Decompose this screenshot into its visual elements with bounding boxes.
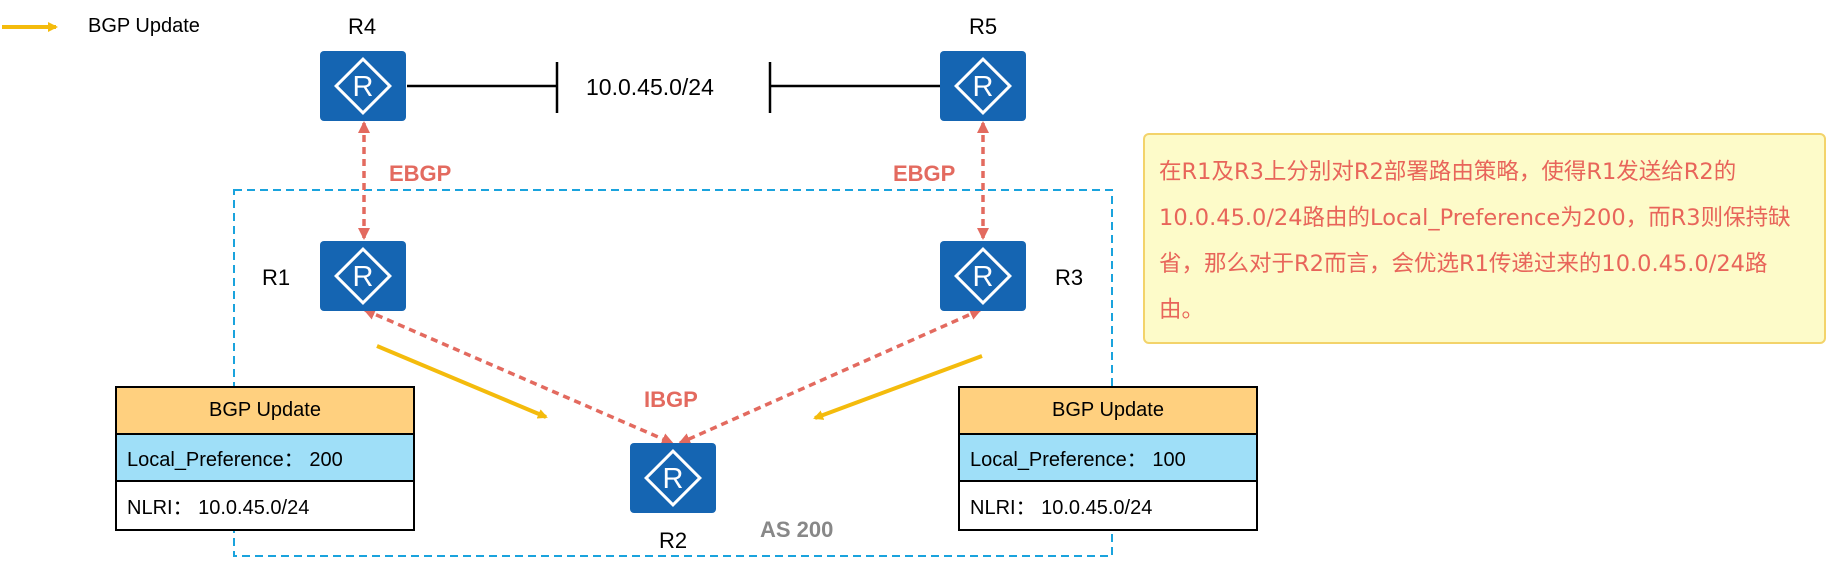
update-box-title: BGP Update: [117, 388, 413, 435]
local-preference-row: Local_Preference： 100: [960, 435, 1256, 482]
router-r3-icon[interactable]: [938, 239, 1028, 313]
local-preference-row: Local_Preference： 200: [117, 435, 413, 482]
ibgp-session-r3-r2: [678, 308, 982, 445]
subnet-label: 10.0.45.0/24: [586, 74, 714, 100]
ibgp-label: IBGP: [644, 387, 698, 412]
router-r5-label: R5: [969, 14, 998, 39]
legend-label: BGP Update: [88, 15, 200, 37]
update-box-title: BGP Update: [960, 388, 1256, 435]
router-r5-icon[interactable]: [938, 49, 1028, 123]
nlri-row: NLRI： 10.0.45.0/24: [960, 482, 1256, 529]
as-label: AS 200: [760, 517, 834, 542]
ebgp-left-label: EBGP: [389, 161, 452, 186]
ebgp-right-label: EBGP: [893, 161, 956, 186]
update-arrow-r1-to-r2: [376, 344, 548, 419]
as-boundary: [233, 189, 1113, 557]
router-r2-label: R2: [659, 528, 688, 553]
router-r2-icon[interactable]: [628, 441, 718, 515]
router-r1-icon[interactable]: [318, 239, 408, 313]
update-arrow-r3-to-r2: [813, 354, 983, 420]
nlri-row: NLRI： 10.0.45.0/24: [117, 482, 413, 529]
explanation-note: 在R1及R3上分别对R2部署路由策略，使得R1发送给R2的10.0.45.0/2…: [1143, 133, 1826, 344]
link-r4-r5: [407, 62, 940, 113]
router-r1-label: R1: [262, 265, 291, 290]
update-box-r1: BGP Update Local_Preference： 200 NLRI： 1…: [115, 386, 415, 531]
router-r3-label: R3: [1055, 265, 1084, 290]
router-r4-icon[interactable]: [318, 49, 408, 123]
router-r4-label: R4: [348, 14, 377, 39]
ibgp-session-r1-r2: [363, 308, 674, 445]
update-box-r3: BGP Update Local_Preference： 100 NLRI： 1…: [958, 386, 1258, 531]
